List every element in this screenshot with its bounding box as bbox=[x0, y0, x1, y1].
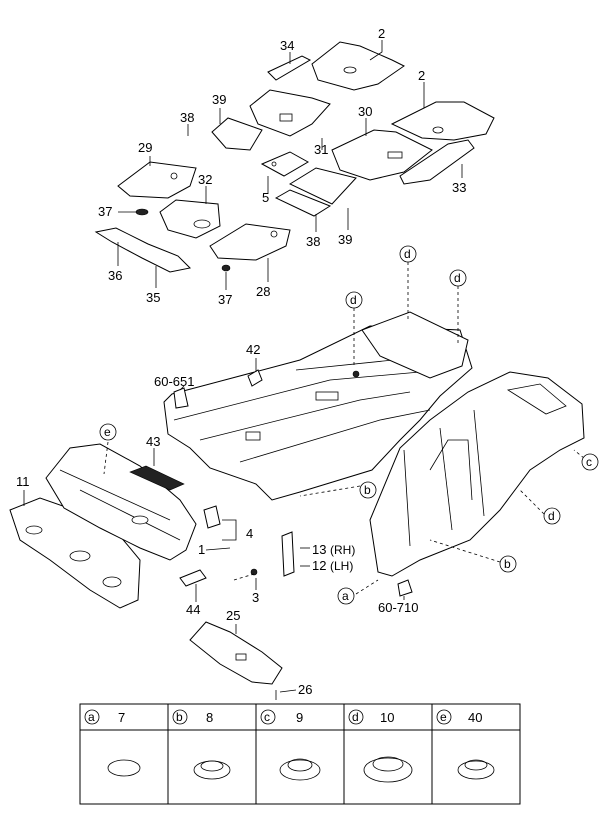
pad-36-35 bbox=[94, 227, 192, 273]
legend-part-b: 8 bbox=[206, 710, 213, 725]
legend-letter-a: a bbox=[88, 710, 95, 724]
callout-2b: 2 bbox=[418, 68, 425, 83]
callout-28: 28 bbox=[256, 284, 270, 299]
rear-shelf bbox=[361, 311, 469, 379]
pad-32 bbox=[159, 199, 221, 239]
callout-5: 5 bbox=[262, 190, 269, 205]
pad-38-upper bbox=[211, 117, 263, 151]
callout-32: 32 bbox=[198, 172, 212, 187]
callout-4: 4 bbox=[246, 526, 253, 541]
insulator-43 bbox=[129, 465, 185, 491]
callout-39a: 39 bbox=[212, 92, 226, 107]
pad-28 bbox=[209, 223, 291, 261]
callout-60-651: 60-651 bbox=[154, 374, 194, 389]
legend-part-d: 10 bbox=[380, 710, 394, 725]
quarter-window bbox=[506, 383, 567, 415]
callout-37b: 37 bbox=[218, 292, 232, 307]
callout-e: e bbox=[104, 425, 111, 439]
clip-37-lower bbox=[221, 264, 231, 272]
callout-38a: 38 bbox=[180, 110, 194, 125]
body-shell-group bbox=[163, 311, 585, 597]
grommet-3 bbox=[250, 568, 258, 576]
pad-39-upper bbox=[249, 89, 331, 137]
plug-10-icon bbox=[363, 757, 413, 783]
callout-39b: 39 bbox=[338, 232, 352, 247]
callout-b2: b bbox=[504, 557, 511, 571]
pad-2-right bbox=[390, 101, 495, 141]
legend-part-a: 7 bbox=[118, 710, 125, 725]
clip-37-upper bbox=[135, 208, 149, 216]
callout-c: c bbox=[586, 455, 592, 469]
insulator-25 bbox=[189, 621, 283, 685]
pad-2-upper bbox=[311, 41, 405, 91]
callout-44: 44 bbox=[186, 602, 200, 617]
callout-37a: 37 bbox=[98, 204, 112, 219]
part-44 bbox=[179, 569, 207, 587]
legend-table: a 7 b 8 c 9 d 10 e 40 bbox=[79, 703, 521, 805]
callout-31: 31 bbox=[314, 142, 328, 157]
pad-34 bbox=[267, 55, 312, 81]
callout-13: 13 bbox=[312, 542, 326, 557]
callout-34: 34 bbox=[280, 38, 294, 53]
callout-33: 33 bbox=[452, 180, 466, 195]
callout-2a: 2 bbox=[378, 26, 385, 41]
callout-12: 12 bbox=[312, 558, 326, 573]
pad-33 bbox=[399, 139, 475, 185]
callout-36: 36 bbox=[108, 268, 122, 283]
callout-43: 43 bbox=[146, 434, 160, 449]
callout-d1: d bbox=[404, 247, 411, 261]
callout-d2: d bbox=[454, 271, 461, 285]
callout-35: 35 bbox=[146, 290, 160, 305]
callout-1: 1 bbox=[198, 542, 205, 557]
insulation-pads-group bbox=[94, 41, 495, 273]
dash-panel bbox=[45, 443, 197, 561]
legend-letter-c: c bbox=[264, 710, 270, 724]
callout-12-side: (LH) bbox=[330, 559, 353, 573]
pad-30 bbox=[331, 129, 433, 181]
callout-d3: d bbox=[350, 293, 357, 307]
callout-a: a bbox=[342, 589, 349, 603]
pad-39-lower bbox=[288, 167, 357, 205]
callout-30: 30 bbox=[358, 104, 372, 119]
callout-26: 26 bbox=[298, 682, 312, 697]
bracket-13-12 bbox=[281, 531, 295, 577]
callout-29: 29 bbox=[138, 140, 152, 155]
floor-pan bbox=[163, 325, 473, 501]
legend-part-c: 9 bbox=[296, 710, 303, 725]
callout-d4: d bbox=[548, 509, 555, 523]
dash-panel-group bbox=[9, 443, 295, 700]
pad-29 bbox=[117, 161, 197, 199]
callout-labels: 34 2 2 39 38 30 29 31 32 5 33 37 38 39 3… bbox=[16, 26, 599, 697]
legend-letter-e: e bbox=[440, 710, 447, 724]
callout-13-side: (RH) bbox=[330, 543, 355, 557]
legend-part-e: 40 bbox=[468, 710, 482, 725]
legend-letter-d: d bbox=[352, 710, 359, 724]
callout-38b: 38 bbox=[306, 234, 320, 249]
plug-9-icon bbox=[279, 759, 321, 781]
leader-lines bbox=[23, 40, 585, 693]
plug-7-icon bbox=[107, 759, 141, 777]
callout-25: 25 bbox=[226, 608, 240, 623]
pad-5 bbox=[260, 151, 310, 177]
callout-60-710: 60-710 bbox=[378, 600, 418, 615]
clip-4 bbox=[203, 505, 221, 529]
side-body bbox=[369, 371, 585, 577]
callout-b1: b bbox=[364, 483, 371, 497]
plug-8-icon bbox=[193, 760, 231, 780]
plug-60-710 bbox=[397, 579, 413, 597]
clip-42 bbox=[247, 369, 263, 387]
callout-42: 42 bbox=[246, 342, 260, 357]
pad-38-lower bbox=[274, 189, 332, 217]
callout-11: 11 bbox=[16, 474, 30, 489]
callout-3: 3 bbox=[252, 590, 259, 605]
legend-letter-b: b bbox=[176, 710, 183, 724]
